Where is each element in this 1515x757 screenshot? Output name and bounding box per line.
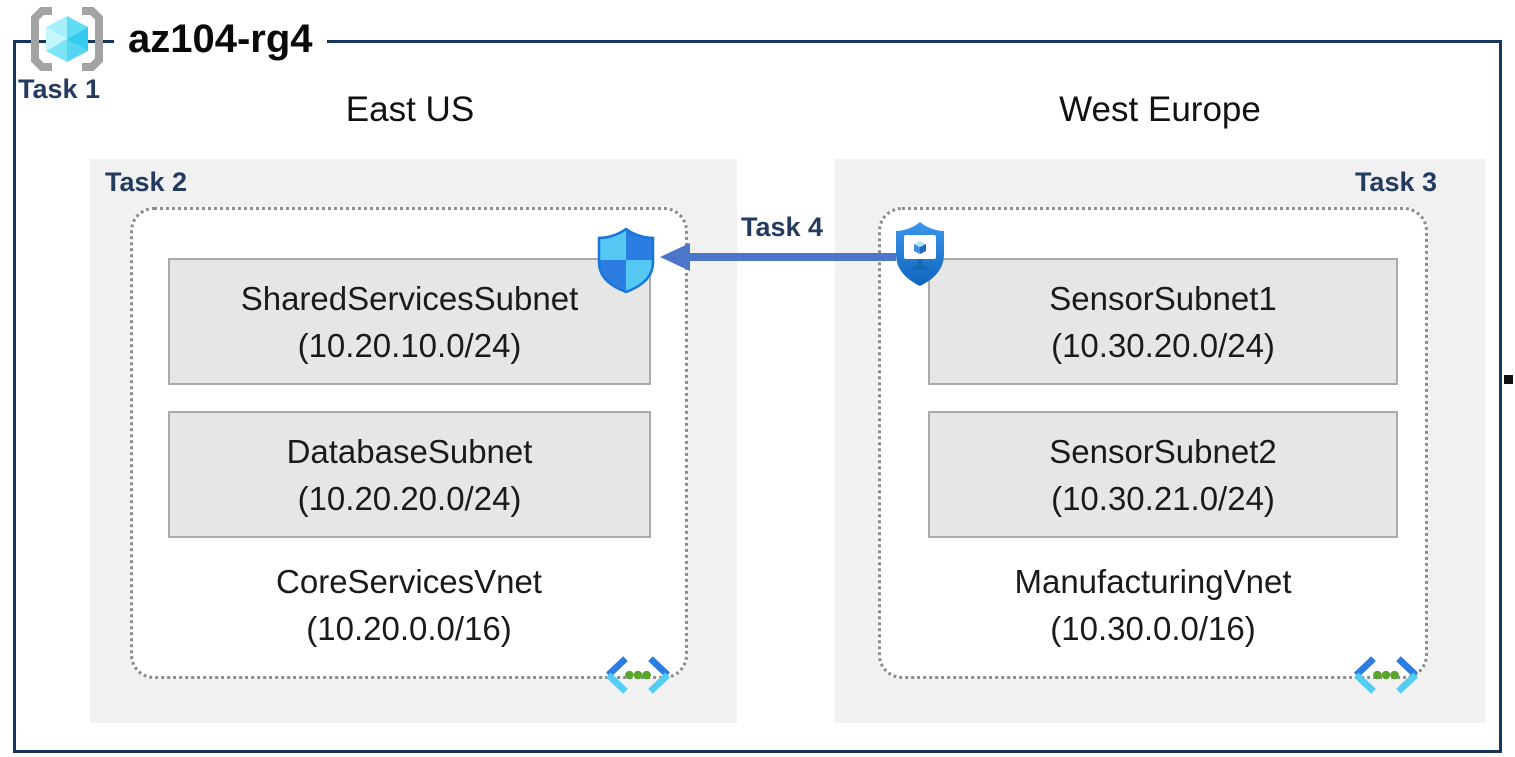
vnet-cidr-text: (10.30.0.0/16) bbox=[1050, 610, 1256, 647]
edge-mark bbox=[1504, 375, 1513, 384]
subnet-cidr: (10.20.20.0/24) bbox=[297, 479, 522, 517]
subnet-cidr: (10.20.10.0/24) bbox=[297, 326, 522, 364]
task3-label: Task 3 bbox=[1354, 167, 1437, 197]
subnet-name: DatabaseSubnet bbox=[286, 432, 533, 470]
task1-label: Task 1 bbox=[18, 74, 101, 104]
vnet-label: CoreServicesVnet (10.20.0.0/16) bbox=[133, 558, 685, 652]
task4-label: Task 4 bbox=[740, 212, 824, 242]
subnet-cidr: (10.30.20.0/24) bbox=[1051, 326, 1275, 364]
task2-label: Task 2 bbox=[105, 167, 188, 197]
subnet-sensor2: SensorSubnet2 (10.30.21.0/24) bbox=[928, 411, 1398, 538]
vnet-name-text: CoreServicesVnet bbox=[276, 563, 542, 600]
subnet-cidr: (10.30.21.0/24) bbox=[1051, 479, 1275, 517]
vnet-icon-manufacturing bbox=[1353, 656, 1419, 694]
vnet-core-services: SharedServicesSubnet (10.20.10.0/24) Dat… bbox=[130, 207, 688, 679]
region-label-east-us: East US bbox=[345, 90, 475, 129]
vnet-manufacturing: SensorSubnet1 (10.30.20.0/24) SensorSubn… bbox=[878, 207, 1428, 679]
region-label-west-europe: West Europe bbox=[1059, 90, 1261, 129]
subnet-database: DatabaseSubnet (10.20.20.0/24) bbox=[168, 411, 651, 538]
resource-group-boundary bbox=[13, 40, 1502, 753]
vnet-cidr-text: (10.20.0.0/16) bbox=[306, 610, 512, 647]
subnet-shared-services: SharedServicesSubnet (10.20.10.0/24) bbox=[168, 258, 651, 385]
subnet-name: SharedServicesSubnet bbox=[240, 279, 579, 317]
resource-group-icon bbox=[31, 7, 103, 71]
application-security-group-icon bbox=[896, 222, 944, 286]
subnet-name: SensorSubnet1 bbox=[1049, 279, 1277, 317]
vnet-icon-core-services bbox=[605, 656, 671, 694]
vnet-label: ManufacturingVnet (10.30.0.0/16) bbox=[881, 558, 1425, 652]
peering-arrow bbox=[660, 243, 896, 271]
subnet-sensor1: SensorSubnet1 (10.30.20.0/24) bbox=[928, 258, 1398, 385]
subnet-name: SensorSubnet2 bbox=[1049, 432, 1277, 470]
vnet-name-text: ManufacturingVnet bbox=[1014, 563, 1292, 600]
page-title: az104-rg4 bbox=[114, 12, 327, 66]
network-security-group-icon bbox=[597, 227, 655, 294]
